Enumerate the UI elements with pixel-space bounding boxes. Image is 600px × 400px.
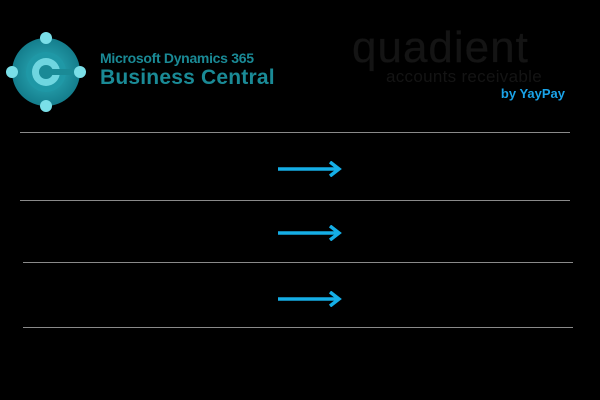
business-central-icon — [6, 32, 86, 112]
arrow-right-icon — [278, 225, 342, 241]
quadient-logo: quadient accounts receivable by YayPay — [352, 23, 567, 101]
arrow-right-icon — [278, 161, 342, 177]
divider — [20, 200, 570, 201]
product-name-label: Business Central — [100, 66, 275, 89]
quadient-byline: by YayPay — [500, 86, 565, 101]
quadient-wordmark: quadient — [352, 23, 529, 72]
quadient-subtitle: accounts receivable — [386, 67, 542, 86]
arrow-right-icon — [278, 291, 342, 307]
divider — [20, 132, 570, 133]
product-family-label: Microsoft Dynamics 365 — [100, 50, 254, 66]
divider — [23, 262, 573, 263]
divider — [23, 327, 573, 328]
